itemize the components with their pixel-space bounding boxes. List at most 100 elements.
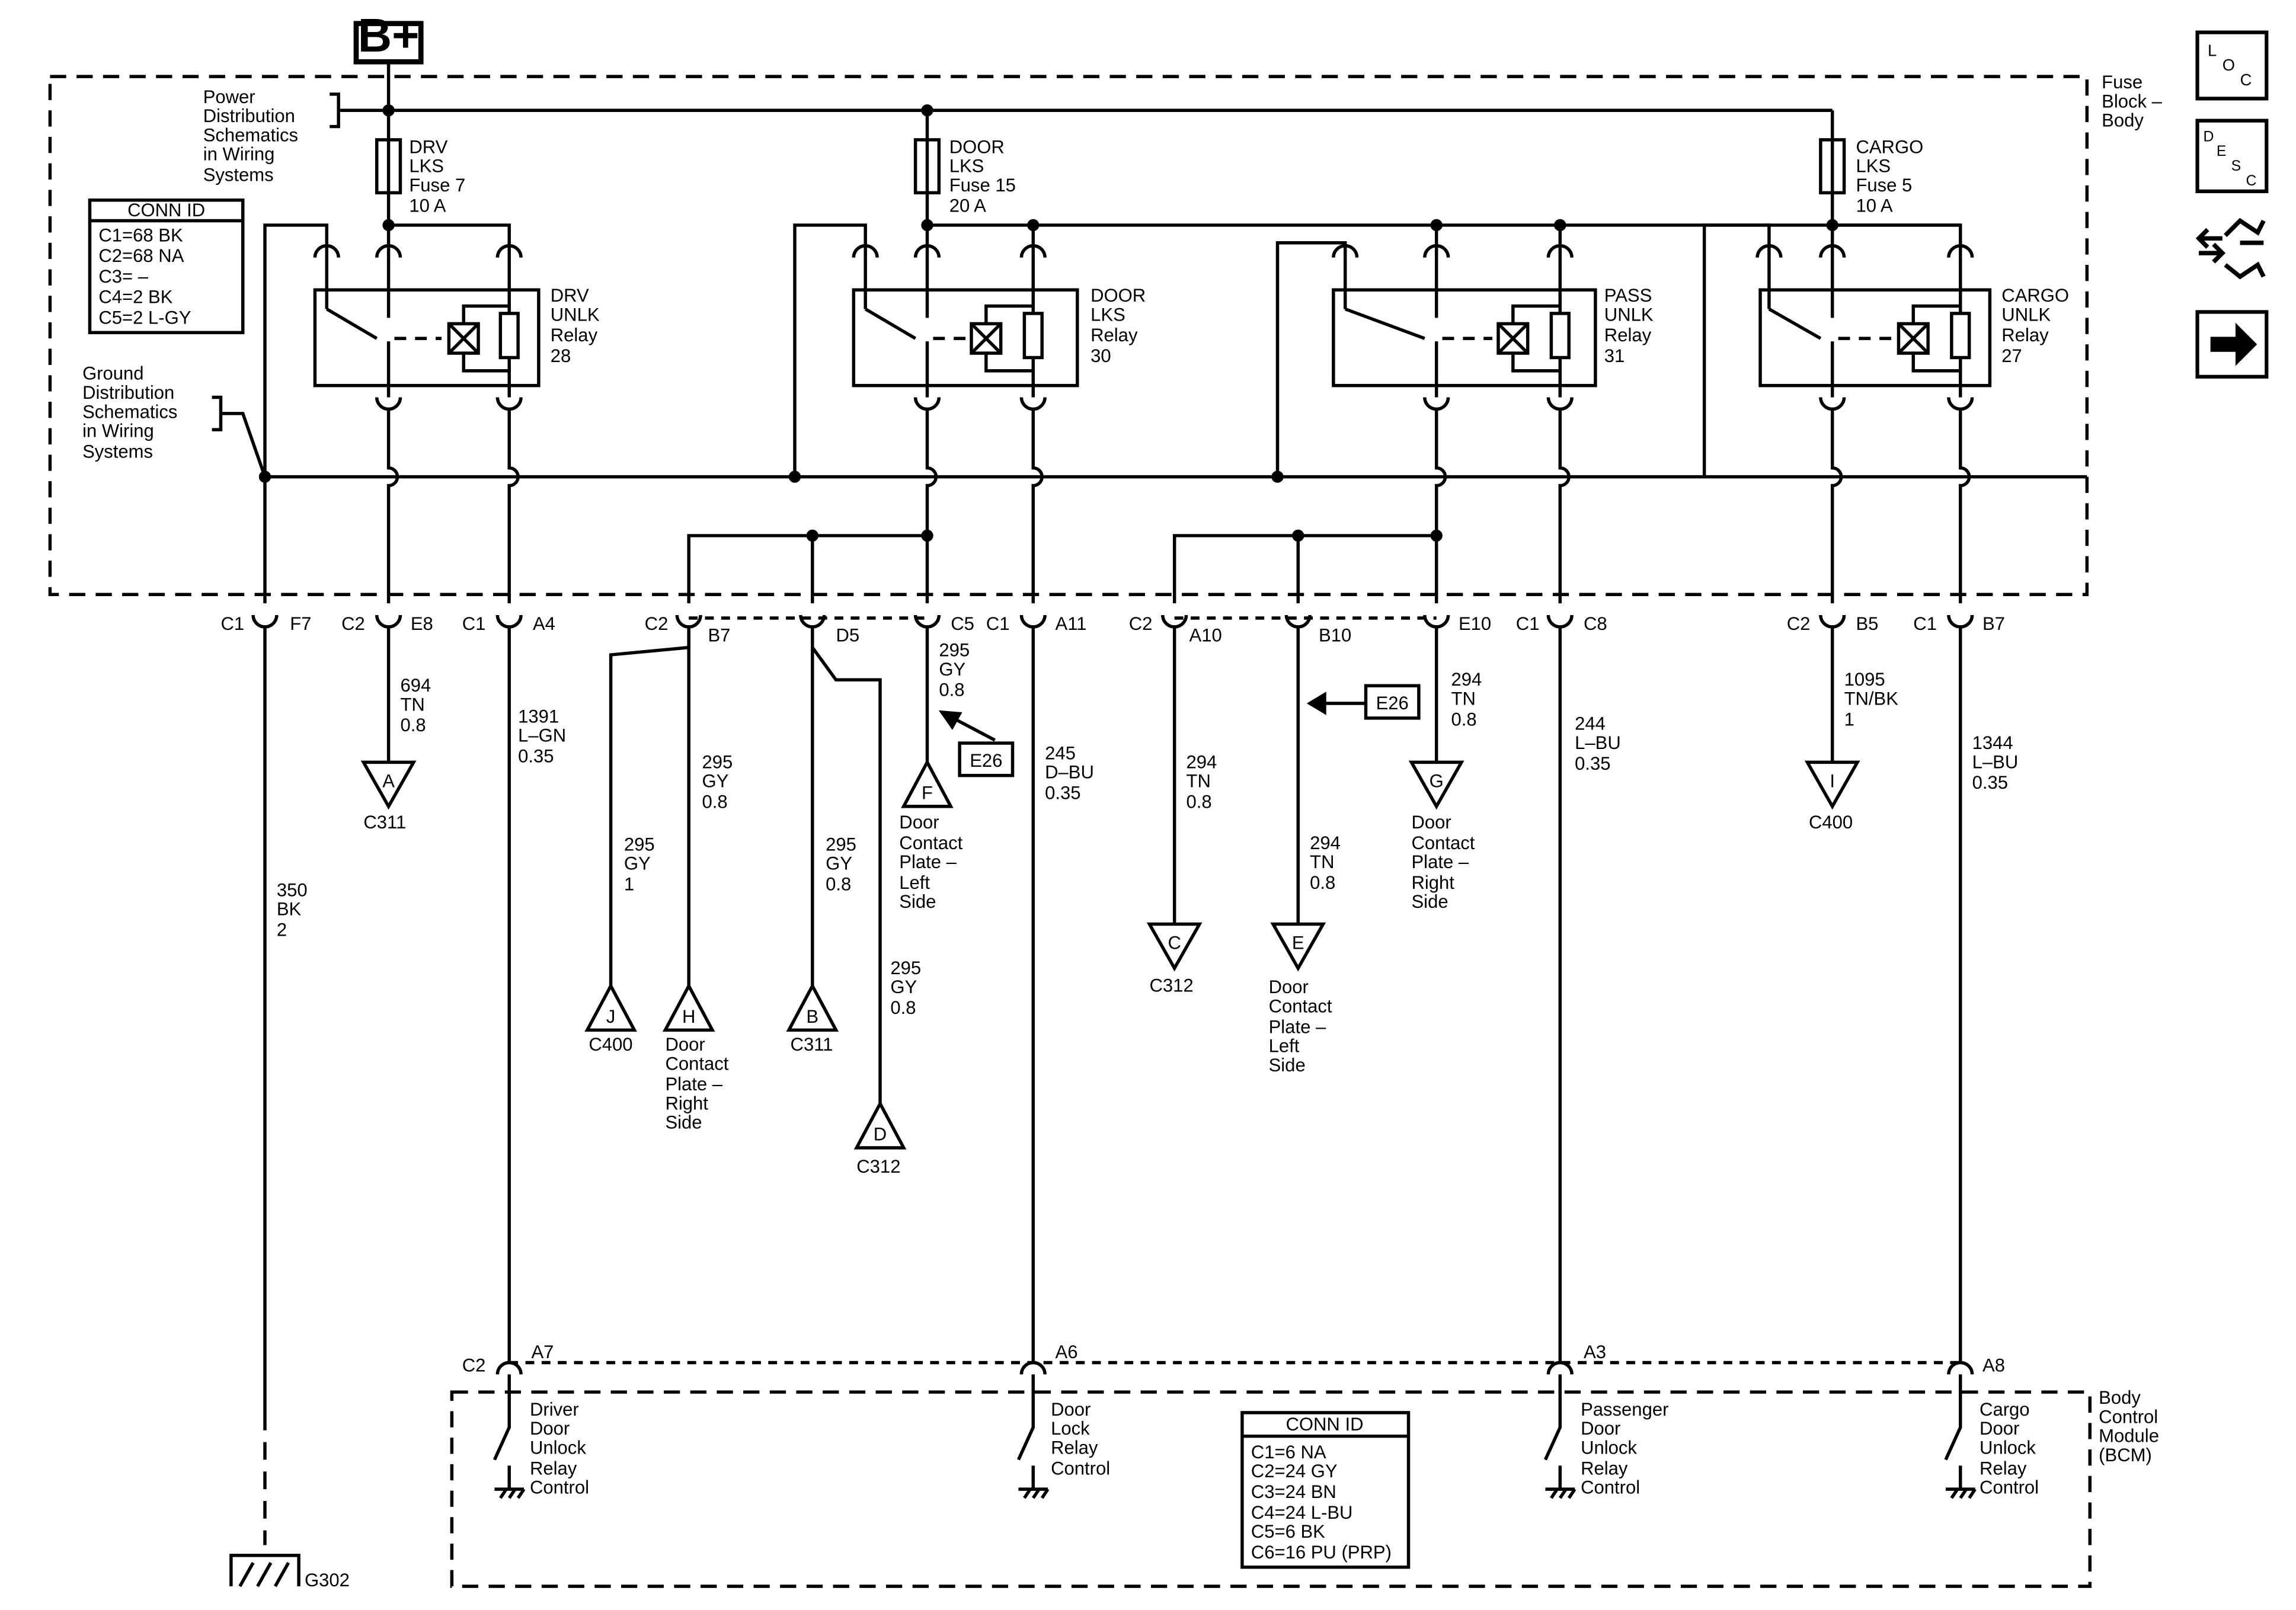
fuse-drv-label: DRV LKS Fuse 7 10 A: [409, 136, 470, 216]
e26-ref-box-2[interactable]: [1364, 684, 1421, 720]
power-distribution-note: Power Distribution Schematics in Wiring …: [203, 87, 303, 185]
pin-b10: [1284, 614, 1312, 629]
pin-label: C2B7: [645, 613, 731, 646]
inline-connector-label: C400: [1809, 812, 1853, 833]
relay-drv-unlk: [313, 244, 541, 411]
pin-c1-b7: [1947, 614, 1974, 629]
inline-letter: E: [1292, 933, 1304, 953]
inline-letter: B: [806, 1006, 818, 1027]
bcm-circuit-label: Driver Door Unlock Relay Control: [530, 1399, 591, 1498]
ground-g302-symbol: [229, 1554, 300, 1587]
relay-drv-label: DRV UNLK Relay 28: [551, 285, 605, 366]
pin-label: C5: [951, 613, 974, 634]
inline-connector-label: Door Contact Plate – Right Side: [665, 1034, 734, 1133]
inline-connector-j: [584, 982, 637, 1032]
inline-connector-i: [1804, 760, 1860, 810]
e26-ref-box-1[interactable]: [958, 741, 1015, 777]
pin-d5: [799, 614, 826, 629]
pin-label: E10: [1459, 613, 1491, 634]
relay-pass-label: PASS UNLK Relay 31: [1604, 285, 1658, 366]
conn-id-bcm-title: CONN ID: [1285, 1414, 1363, 1435]
inline-connector-d: [853, 1100, 907, 1150]
pin-label: C2A10: [1129, 613, 1222, 646]
inline-connector-f: [901, 758, 954, 808]
pin-c2-a10: [1161, 614, 1188, 629]
bcm-circuit-label: Cargo Door Unlock Relay Control: [1980, 1399, 2041, 1498]
bcm-door-lock-switch: [1016, 1374, 1050, 1499]
bcm-pin-label: A6: [1056, 1342, 1078, 1362]
pin-c1-f7: [251, 614, 279, 629]
e26-ref-label: E26: [970, 750, 1002, 771]
e26-ref-label: E26: [1376, 693, 1409, 713]
inline-connector-e: [1270, 922, 1326, 972]
bcm-pin-a3: [1546, 1361, 1574, 1375]
schematic-connector-icon[interactable]: [2195, 217, 2266, 280]
pin-c2-b5: [1819, 614, 1846, 629]
ground-distribution-note: Ground Distribution Schematics in Wiring…: [82, 363, 183, 462]
pin-label: D5: [836, 625, 860, 646]
fuse-door-label: DOOR LKS Fuse 15 20 A: [949, 136, 1021, 216]
bcm-circuit-label: Passenger Door Unlock Relay Control: [1581, 1399, 1674, 1498]
bcm-driver-switch: [493, 1374, 526, 1499]
inline-connector-label: C311: [791, 1034, 833, 1055]
inline-connector-label: C312: [856, 1156, 900, 1177]
inline-connector-h: [662, 982, 715, 1032]
fuse-cargo-label: CARGO LKS Fuse 5 10 A: [1856, 136, 1928, 216]
fuse-cargo-lks: [1819, 138, 1846, 195]
bcm-pin-a6: [1019, 1361, 1047, 1375]
inline-letter: H: [682, 1006, 695, 1027]
description-nav-icon[interactable]: [2195, 119, 2269, 193]
conn-id-bcm-rows: C1=6 NA C2=24 GY C3=24 BN C4=24 L-BU C5=…: [1251, 1442, 1392, 1563]
inline-letter: D: [874, 1124, 887, 1145]
inline-connector-label: Door Contact Plate – Left Side: [1269, 977, 1338, 1076]
next-arrow-icon[interactable]: [2195, 310, 2269, 379]
inline-connector-label: Door Contact Plate – Left Side: [899, 812, 968, 912]
inline-connector-b: [786, 982, 839, 1032]
inline-letter: A: [382, 771, 395, 792]
relay-outputs: [386, 409, 1971, 604]
relay-cargo-unlk: [1755, 244, 1992, 411]
bcm-circuit-label: Door Lock Relay Control: [1051, 1399, 1110, 1478]
relay-pass-unlk: [1332, 244, 1597, 411]
pin-c1-a4: [495, 614, 523, 629]
inline-letter: G: [1430, 771, 1444, 792]
desc-icon-letters: D E S C: [2204, 124, 2257, 188]
pin-e10: [1423, 614, 1450, 629]
pin-c1-c8: [1546, 614, 1574, 629]
inline-letter: C: [1168, 933, 1181, 953]
inline-connector-c: [1146, 922, 1203, 972]
loc-icon-letters: L O C: [2208, 39, 2252, 89]
pin-label: B10: [1319, 625, 1351, 646]
inline-connector-a: [360, 760, 417, 810]
inline-connector-label: Door Contact Plate – Right Side: [1411, 812, 1480, 912]
relay-door-lks: [852, 244, 1079, 411]
bcm-pin-a8: [1947, 1361, 1974, 1375]
conn-id-table-fuse-block: [88, 198, 245, 334]
fuse-door-lks: [913, 138, 941, 195]
inline-connector-label: C400: [589, 1034, 632, 1055]
relay-door-label: DOOR LKS Relay 30: [1091, 285, 1151, 366]
bcm-boundary: [450, 1390, 2092, 1588]
bcm-pin-label: A8: [1982, 1355, 2005, 1375]
location-nav-icon[interactable]: [2195, 30, 2269, 101]
